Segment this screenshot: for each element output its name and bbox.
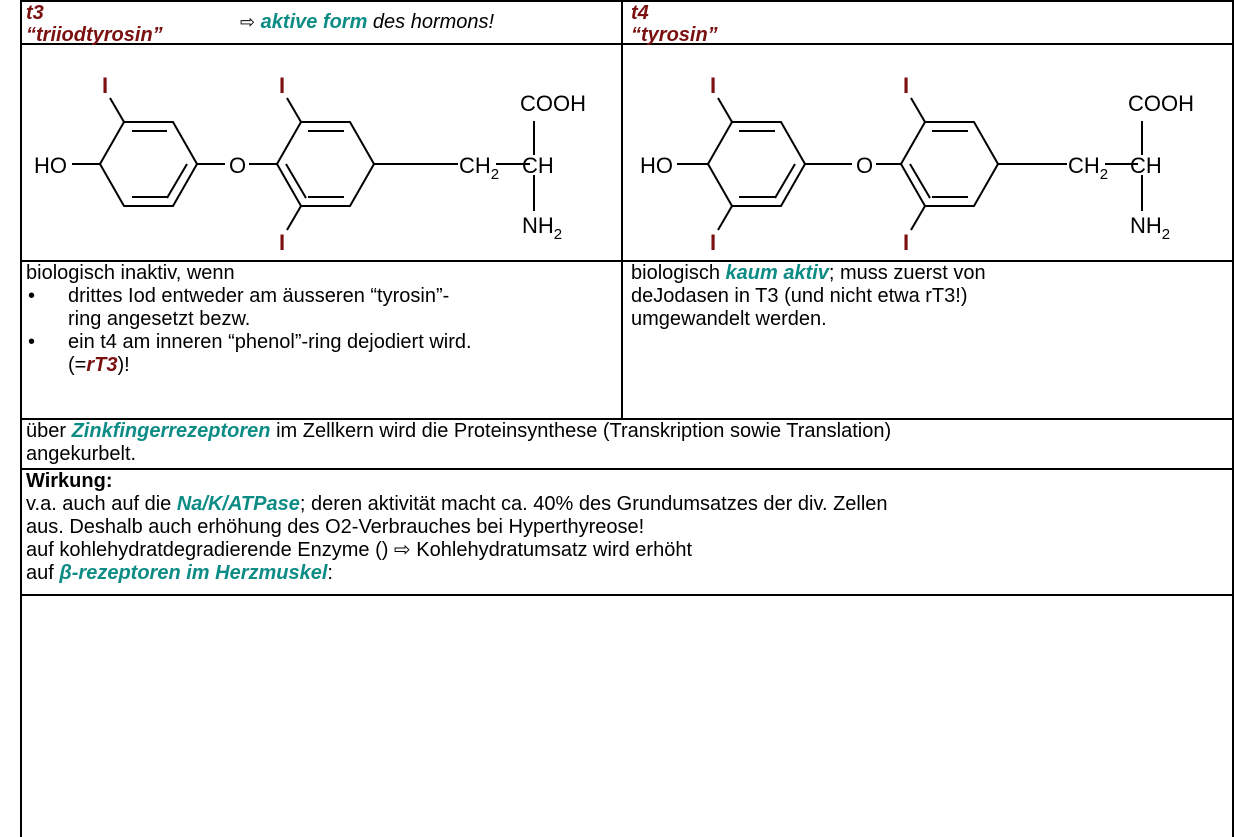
- t3-name: “triiodtyrosin”: [26, 24, 163, 46]
- t3-bullet-1: • drittes Iod entweder am äusseren “tyro…: [28, 285, 450, 330]
- t4-nh2-label: NH2: [1130, 213, 1170, 243]
- t4-iodine-4: I: [903, 230, 909, 255]
- t3-ch-label: CH: [522, 153, 554, 178]
- structure-cell-t4: HO O I I I I COOH CH2 CH NH2: [621, 43, 1234, 262]
- header-cell-t3: t3 “triiodtyrosin” ⇨ aktive form des hor…: [20, 0, 623, 46]
- effects-cell: Wirkung: v.a. auch auf die Na/K/ATPase; …: [20, 468, 1234, 596]
- kaum-aktiv-emphasis: kaum aktiv: [725, 262, 829, 284]
- t3-iodine-3: I: [279, 230, 285, 255]
- header-cell-t4: t4 “tyrosin”: [621, 0, 1234, 46]
- effects-heading: Wirkung:: [26, 470, 113, 492]
- atpase-emphasis: Na/K/ATPase: [176, 493, 300, 515]
- t3-structure-diagram: HO O I I I COOH CH2 CH NH2: [34, 73, 586, 255]
- t3-iodine-1: I: [102, 73, 108, 98]
- t3-note: ⇨ aktive form des hormons!: [240, 11, 494, 34]
- t3-note-rest: des hormons!: [367, 11, 495, 33]
- t4-structure-diagram: HO O I I I I COOH CH2 CH NH2: [640, 73, 1194, 255]
- t3-nh2-label: NH2: [522, 213, 562, 243]
- activity-cell-t4: biologisch kaum aktiv; muss zuerst von d…: [621, 260, 1234, 420]
- t4-oxygen-label: O: [856, 153, 873, 178]
- t3-code: t3: [26, 2, 44, 24]
- t3-activity-intro: biologisch inaktiv, wenn: [26, 262, 235, 284]
- mechanism-cell: über Zinkfingerrezeptoren im Zellkern wi…: [20, 418, 1234, 470]
- t4-iodine-1: I: [710, 73, 716, 98]
- t3-bullet-2: • ein t4 am inneren “phenol”-ring dejodi…: [28, 331, 472, 376]
- structure-cell-t3: HO O I I I COOH CH2 CH NH2: [20, 43, 623, 262]
- bullet-icon: •: [28, 285, 36, 307]
- t4-ch2-label: CH2: [1068, 153, 1108, 183]
- t4-iodine-3: I: [903, 73, 909, 98]
- t3-ch2-label: CH2: [459, 153, 499, 183]
- t4-ho-label: HO: [640, 153, 673, 178]
- document-page: t3 “triiodtyrosin” ⇨ aktive form des hor…: [20, 0, 1234, 837]
- t4-name: “tyrosin”: [631, 24, 718, 46]
- t3-cooh-label: COOH: [520, 91, 586, 116]
- t3-ho-label: HO: [34, 153, 67, 178]
- t4-code: t4: [631, 2, 649, 24]
- arrow-icon: ⇨: [240, 12, 256, 32]
- t3-iodine-2: I: [279, 73, 285, 98]
- zinkfinger-emphasis: Zinkfingerrezeptoren: [71, 420, 271, 442]
- bullet-icon: •: [28, 331, 36, 353]
- rt3-emphasis: rT3: [86, 354, 118, 376]
- t3-note-emphasis: aktive form: [260, 11, 368, 33]
- beta-receptor-emphasis: β-rezeptoren im Herzmuskel: [59, 562, 328, 584]
- empty-cell: [20, 594, 1234, 837]
- t4-iodine-2: I: [710, 230, 716, 255]
- t4-cooh-label: COOH: [1128, 91, 1194, 116]
- t3-oxygen-label: O: [229, 153, 246, 178]
- t4-ch-label: CH: [1130, 153, 1162, 178]
- activity-cell-t3: biologisch inaktiv, wenn • drittes Iod e…: [20, 260, 623, 420]
